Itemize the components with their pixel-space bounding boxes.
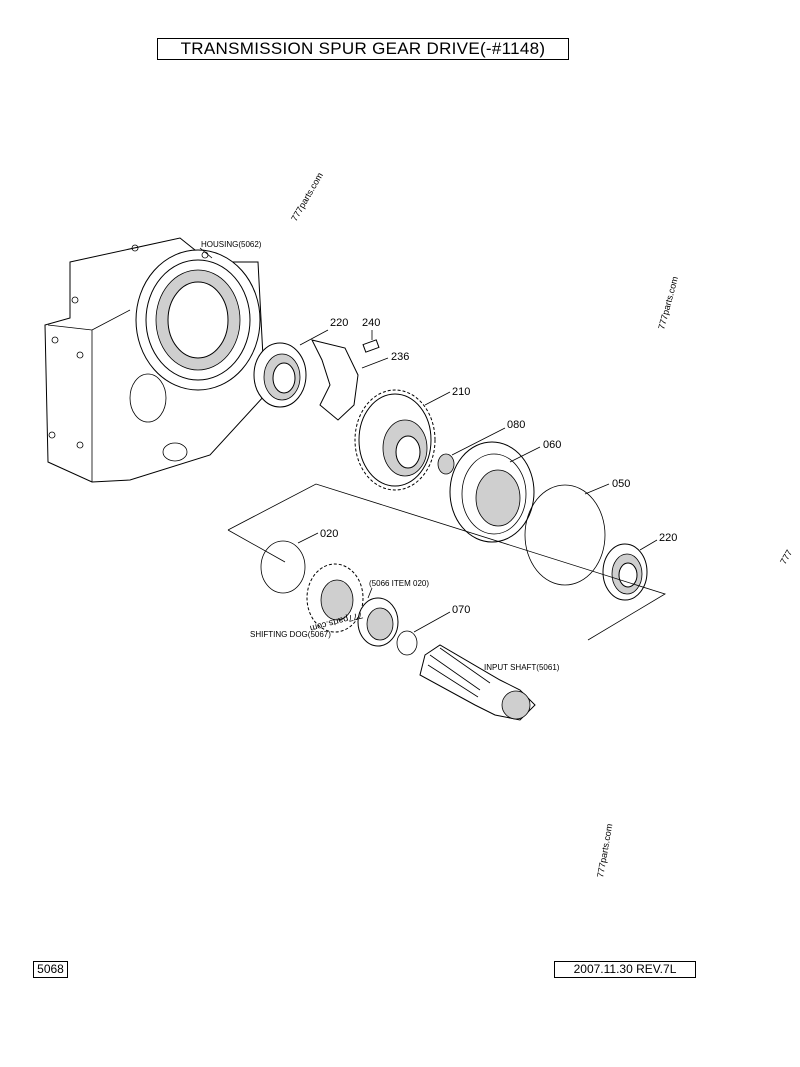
bearing-220-bottom	[602, 543, 648, 601]
bearing-220-top	[253, 342, 307, 408]
cover-060	[449, 441, 535, 543]
callout-070: 070	[452, 604, 470, 616]
callout-080: 080	[507, 419, 525, 431]
shield-236	[311, 339, 359, 421]
page-title: TRANSMISSION SPUR GEAR DRIVE(-#1148)	[157, 38, 569, 60]
housing-part	[44, 237, 266, 483]
callout-236: 236	[391, 351, 409, 363]
watermark-5: 777	[778, 548, 794, 566]
callout-220-top: 220	[330, 317, 348, 329]
gear-210	[354, 389, 436, 491]
shifting-dog	[306, 563, 364, 633]
callout-060: 060	[543, 439, 561, 451]
ring-070	[396, 630, 418, 656]
bearing-5066	[357, 597, 399, 647]
shifting-dog-label: SHIFTING DOG(5067)	[250, 630, 331, 639]
callout-5066: (5066 ITEM 020)	[369, 579, 429, 588]
assembly-outline	[227, 483, 666, 641]
page-code: 5068	[33, 961, 68, 978]
input-shaft	[419, 644, 536, 721]
revision-date: 2007.11.30 REV.7L	[554, 961, 696, 978]
watermark-1: 777parts.com	[289, 171, 325, 223]
screw-240	[362, 339, 380, 353]
watermark-2: 777parts.com	[656, 275, 680, 330]
watermark-3: 777parts.com	[595, 823, 614, 878]
snap-ring-050	[524, 484, 606, 586]
callout-220-bottom: 220	[659, 532, 677, 544]
input-shaft-label: INPUT SHAFT(5061)	[484, 663, 560, 672]
needle-bearing-080	[437, 453, 455, 475]
callout-020: 020	[320, 528, 338, 540]
callout-210: 210	[452, 386, 470, 398]
callout-050: 050	[612, 478, 630, 490]
housing-label: HOUSING(5062)	[201, 240, 262, 249]
callout-240: 240	[362, 317, 380, 329]
snap-ring-020	[260, 540, 306, 594]
